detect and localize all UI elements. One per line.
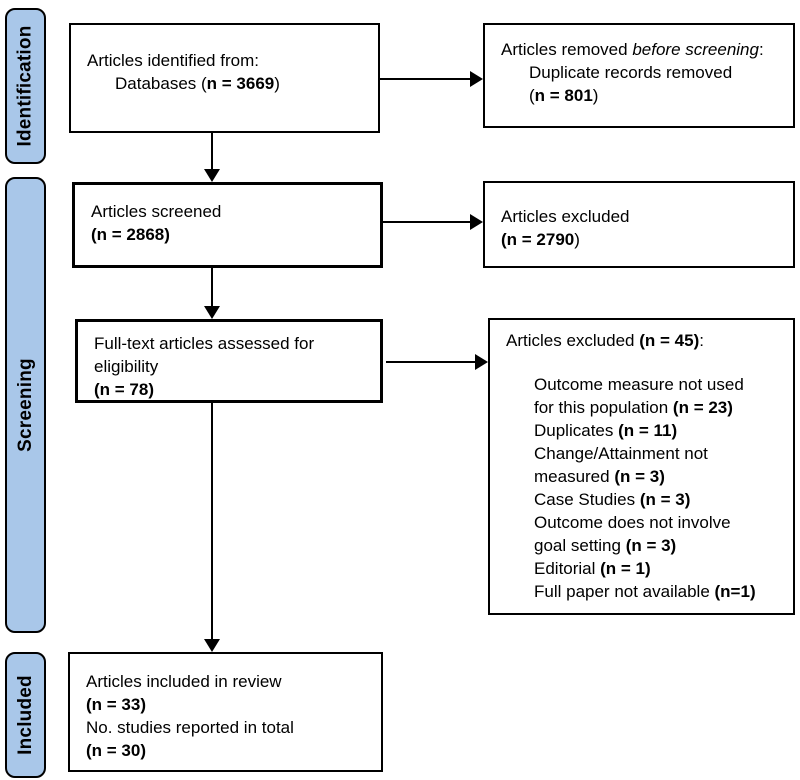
exclusion-reason-line: for this population (n = 23) [534, 398, 733, 417]
identified-line2: Databases (n = 3669) [115, 74, 280, 93]
exclusion-reason-line: Editorial (n = 1) [534, 559, 651, 578]
screened-line2: (n = 2868) [91, 225, 170, 244]
box-articles-removed: Articles removed before screening: Dupli… [483, 23, 795, 128]
arrow-shaft [211, 268, 213, 307]
removed-line2: Duplicate records removed [529, 63, 733, 82]
exclusion-reason-line: Case Studies (n = 3) [534, 490, 691, 509]
arrow-head-right-icon [470, 214, 483, 230]
arrow-shaft [211, 133, 213, 170]
arrow-head-down-icon [204, 306, 220, 319]
exclusion-reason-line: Outcome does not involve [534, 513, 731, 532]
box-articles-excluded-fulltext: Articles excluded (n = 45): Outcome meas… [488, 318, 795, 615]
included-line2: (n = 33) [86, 695, 146, 714]
exclusion-reason-line: Duplicates (n = 11) [534, 421, 678, 440]
arrow-screened-to-excluded [383, 214, 483, 230]
fulltext-line2: (n = 78) [94, 380, 154, 399]
arrow-shaft [386, 361, 476, 363]
arrow-head-right-icon [475, 354, 488, 370]
arrow-identified-to-removed [380, 71, 483, 87]
arrow-fulltext-to-included [204, 403, 220, 652]
box-fulltext-assessed: Full-text articles assessed for eligibil… [75, 319, 383, 403]
arrow-shaft [211, 403, 213, 640]
identified-line1: Articles identified from: [87, 51, 259, 70]
box-articles-screened: Articles screened (n = 2868) [72, 182, 383, 268]
stage-bar-included: Included [5, 652, 46, 778]
removed-line3: (n = 801) [529, 86, 599, 105]
excluded1-line2: (n = 2790) [501, 230, 580, 249]
arrow-head-down-icon [204, 169, 220, 182]
arrow-fulltext-to-excluded [386, 354, 488, 370]
exclusion-reason-list: Outcome measure not used for this popula… [534, 373, 791, 603]
arrow-head-right-icon [470, 71, 483, 87]
exclusion-reason-line: Full paper not available (n=1) [534, 582, 756, 601]
exclusion-reason-line: measured (n = 3) [534, 467, 665, 486]
stage-label-included: Included [14, 675, 36, 755]
excluded1-line1: Articles excluded [501, 207, 630, 226]
included-line1: Articles included in review [86, 672, 282, 691]
exclusion-reason-line: Change/Attainment not [534, 444, 708, 463]
exclusion-reason-line: Outcome measure not used [534, 375, 744, 394]
box-articles-identified: Articles identified from: Databases (n =… [69, 23, 380, 133]
included-line3: No. studies reported in total [86, 718, 294, 737]
exclusion-reason-line: goal setting (n = 3) [534, 536, 677, 555]
screened-line1: Articles screened [91, 202, 222, 221]
excluded2-heading: Articles excluded (n = 45): [506, 331, 704, 350]
stage-label-screening: Screening [14, 358, 36, 452]
fulltext-line1: Full-text articles assessed for eligibil… [94, 334, 315, 376]
box-articles-included: Articles included in review (n = 33) No.… [68, 652, 383, 772]
arrow-screened-to-fulltext [204, 268, 220, 319]
arrow-head-down-icon [204, 639, 220, 652]
stage-bar-identification: Identification [5, 8, 46, 164]
arrow-identified-to-screened [204, 133, 220, 182]
box-articles-excluded-screening: Articles excluded (n = 2790) [483, 181, 795, 268]
stage-label-identification: Identification [14, 25, 36, 147]
arrow-shaft [380, 78, 471, 80]
included-line4: (n = 30) [86, 741, 146, 760]
removed-line1: Articles removed before screening: [501, 40, 764, 59]
stage-bar-screening: Screening [5, 177, 46, 633]
arrow-shaft [383, 221, 471, 223]
